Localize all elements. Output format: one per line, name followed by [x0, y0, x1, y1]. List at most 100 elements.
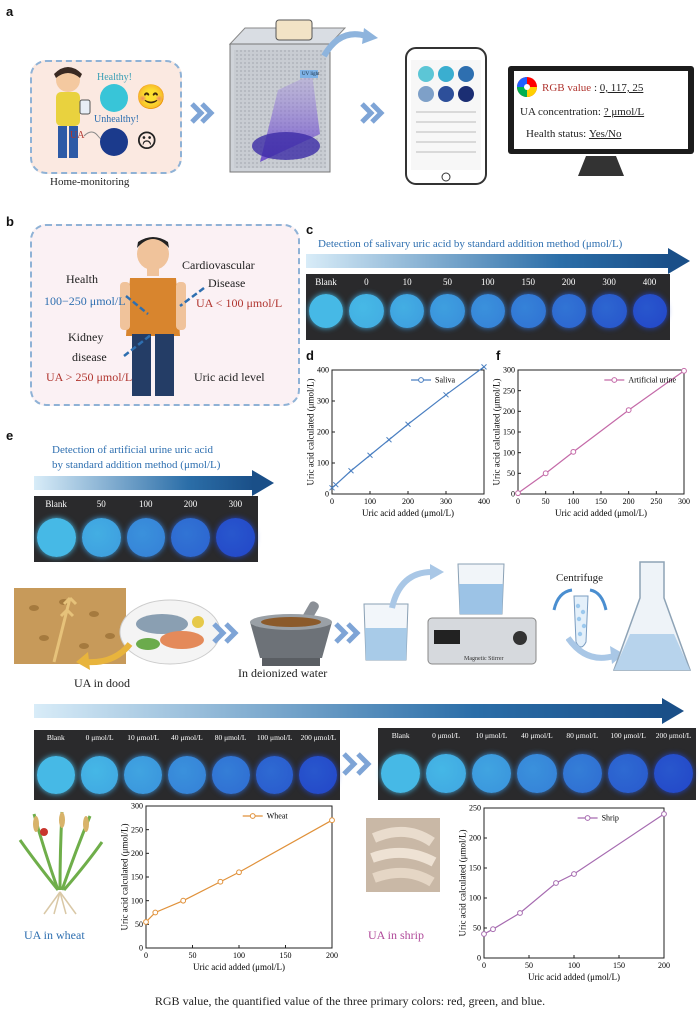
- rgb-label: RGB value: [542, 82, 592, 94]
- health-range: 100−250 μmol/L: [44, 294, 126, 308]
- reaction-well: [517, 754, 557, 794]
- home-monitoring-box: [30, 60, 182, 174]
- x-tick-label: 300: [678, 497, 690, 506]
- legend-label: Wheat: [267, 812, 289, 821]
- well-label: 200 μmol/L: [655, 731, 692, 740]
- reaction-well: [381, 754, 421, 794]
- reaction-well: [171, 518, 211, 557]
- figure-caption: RGB value, the quantified value of the t…: [154, 994, 546, 1008]
- y-tick-label: 0: [325, 490, 329, 499]
- panel-f-label: f: [496, 348, 501, 363]
- ua-concentration-value: ? μmol/L: [603, 106, 645, 118]
- plot-frame: [483, 807, 665, 959]
- y-tick-label: 200: [317, 428, 329, 437]
- x-axis-label: Uric acid added (μmol/L): [528, 972, 620, 982]
- data-point: [553, 880, 559, 886]
- food-arrowhead: [662, 698, 684, 724]
- legend-label: Shrip: [602, 814, 619, 823]
- ua-in-wheat-label: UA in wheat: [24, 928, 85, 942]
- well-label: Blank: [45, 499, 67, 509]
- reaction-well: [511, 294, 546, 329]
- data-point: [236, 869, 242, 876]
- deionized-water-label: In deionized water: [238, 666, 328, 680]
- magnetic-stirrer-label: Magnetic Stirrer: [464, 656, 504, 662]
- reaction-well: [430, 294, 465, 329]
- data-point: [490, 926, 496, 933]
- plot-frame: [145, 805, 333, 949]
- y-tick-label: 150: [503, 428, 515, 437]
- chevron-right-icon: [342, 752, 372, 776]
- y-tick-label: 100: [131, 896, 143, 905]
- legend-marker: [249, 813, 256, 819]
- data-point: [386, 436, 392, 443]
- data-point: [332, 481, 339, 488]
- x-tick-label: 200: [326, 951, 338, 960]
- data-point: [570, 448, 577, 455]
- x-axis-label: Uric acid added (μmol/L): [362, 508, 454, 518]
- well-label: 300: [602, 277, 616, 287]
- reaction-well: [211, 756, 250, 794]
- y-tick-label: 100: [503, 448, 515, 457]
- x-tick-label: 200: [658, 961, 670, 970]
- ua-in-shrip-label: UA in shrip: [368, 928, 425, 942]
- x-tick-label: 0: [144, 951, 148, 960]
- health-arrows: [123, 287, 205, 357]
- well-label: 0 μmol/L: [85, 733, 114, 742]
- reaction-well: [349, 294, 384, 329]
- reaction-well: [426, 754, 466, 794]
- reaction-well: [299, 756, 337, 794]
- panel-e-title-2: by standard addition method (μmol/L): [52, 459, 221, 471]
- reaction-well: [608, 754, 648, 794]
- well-label: 100: [481, 277, 495, 287]
- y-tick-label: 250: [469, 804, 481, 813]
- data-point-stroke: [443, 391, 449, 398]
- panel-e-title-1: Detection of artificial urine uric acid: [52, 444, 213, 456]
- data-point: [405, 421, 411, 428]
- chevron-right-icon: [334, 622, 361, 644]
- x-tick-label: 150: [613, 961, 625, 970]
- rgb-value: 0, 117, 25: [599, 82, 644, 94]
- y-axis-label: Uric acid calculated (μmol/L): [306, 378, 316, 485]
- data-point-stroke: [405, 421, 411, 428]
- data-point: [542, 470, 549, 477]
- panel-b-label: b: [6, 214, 14, 229]
- well-label: 400: [642, 277, 657, 287]
- legend-label: Saliva: [435, 376, 455, 385]
- y-axis-label: Uric acid calculated (μmol/L): [120, 823, 130, 930]
- x-tick-label: 0: [482, 961, 486, 970]
- reaction-well: [80, 756, 119, 794]
- reaction-well: [632, 294, 667, 329]
- well-label: 10: [402, 277, 412, 287]
- y-tick-label: 300: [131, 802, 143, 811]
- data-point: [367, 452, 373, 459]
- y-tick-label: 100: [317, 459, 329, 468]
- y-tick-label: 300: [317, 397, 329, 406]
- data-point-stroke: [367, 452, 373, 459]
- reaction-well: [216, 518, 255, 557]
- plot-frame: [331, 369, 485, 495]
- centrifuge-label: Centrifuge: [556, 572, 604, 584]
- well-label: 50: [96, 499, 106, 509]
- wheat-grain-illustration: [14, 588, 126, 664]
- panel-a-label: a: [6, 4, 14, 19]
- data-point: [180, 897, 187, 904]
- panel-e-label: e: [6, 428, 14, 443]
- reaction-well: [562, 754, 603, 794]
- legend-marker: [611, 377, 618, 383]
- panel-c-arrow: [306, 254, 670, 268]
- well-label: 0 μmol/L: [432, 731, 461, 740]
- well-label: 100 μmol/L: [256, 733, 293, 742]
- uv-light-label: UV light: [302, 72, 320, 77]
- panel-c-arrowhead: [668, 248, 690, 274]
- data-point: [661, 811, 667, 817]
- data-point: [681, 367, 687, 374]
- cardio-label-2: Disease: [208, 276, 246, 290]
- reaction-well: [37, 756, 75, 794]
- panel-c-title: Detection of salivary uric acid by stand…: [318, 238, 623, 250]
- x-tick-label: 50: [542, 497, 550, 506]
- y-tick-label: 50: [473, 924, 481, 933]
- y-tick-label: 400: [317, 366, 329, 375]
- curved-arrow-icon: [76, 642, 133, 670]
